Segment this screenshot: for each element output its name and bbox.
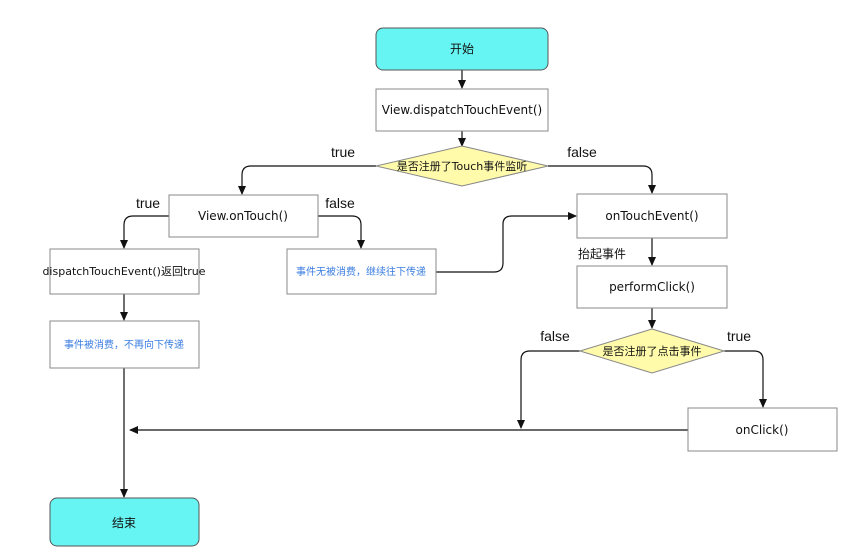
not-consumed-node: 事件无被消费，继续往下传递 bbox=[286, 248, 437, 295]
performclick-node: performClick() bbox=[576, 265, 728, 309]
decision-touch-label: 是否注册了Touch事件监听 bbox=[397, 159, 528, 173]
label-ontouch-false: false bbox=[325, 195, 355, 211]
dispatch-true-label: dispatchTouchEvent()返回true bbox=[42, 265, 205, 278]
edge-decision-ontouchevent bbox=[548, 165, 656, 194]
dispatch-true-node: dispatchTouchEvent()返回true bbox=[42, 248, 206, 295]
decision-click-node: 是否注册了点击事件 bbox=[578, 328, 726, 374]
label-touch-false: false bbox=[567, 144, 597, 160]
consumed-stop-node: 事件被消费，不再向下传递 bbox=[49, 320, 200, 369]
label-lift-event: 抬起事件 bbox=[578, 247, 626, 261]
ontouchevent-node: onTouchEvent() bbox=[576, 193, 728, 239]
label-ontouch-true: true bbox=[136, 195, 160, 211]
start-label: 开始 bbox=[450, 42, 474, 56]
ontouch-node: View.onTouch() bbox=[168, 194, 319, 238]
ontouchevent-label: onTouchEvent() bbox=[605, 209, 698, 223]
edge-decision-ontouch bbox=[238, 165, 376, 195]
end-label: 结束 bbox=[112, 516, 136, 530]
not-consumed-label: 事件无被消费，继续往下传递 bbox=[296, 265, 426, 278]
consumed-stop-label: 事件被消费，不再向下传递 bbox=[64, 338, 184, 351]
label-click-true: true bbox=[727, 328, 751, 344]
dispatch-label: View.dispatchTouchEvent() bbox=[382, 103, 542, 117]
ontouch-label: View.onTouch() bbox=[198, 209, 288, 223]
label-click-false: false bbox=[540, 328, 570, 344]
end-node: 结束 bbox=[49, 497, 200, 547]
dispatch-node: View.dispatchTouchEvent() bbox=[375, 88, 549, 132]
edge-decision-false bbox=[517, 350, 580, 429]
onclick-node: onClick() bbox=[687, 407, 838, 452]
connectors bbox=[120, 70, 767, 498]
edge-decision-onclick bbox=[724, 350, 767, 408]
edge-notconsumed-ontouchevent bbox=[436, 212, 577, 273]
start-node: 开始 bbox=[375, 27, 549, 71]
label-touch-true: true bbox=[331, 144, 355, 160]
decision-touch-node: 是否注册了Touch事件监听 bbox=[375, 145, 549, 187]
decision-click-label: 是否注册了点击事件 bbox=[603, 344, 702, 358]
edge-ontouch-notconsumed bbox=[318, 215, 365, 249]
onclick-label: onClick() bbox=[736, 423, 789, 437]
edge-ontouch-dispatchtrue bbox=[120, 215, 169, 249]
performclick-label: performClick() bbox=[609, 280, 695, 294]
